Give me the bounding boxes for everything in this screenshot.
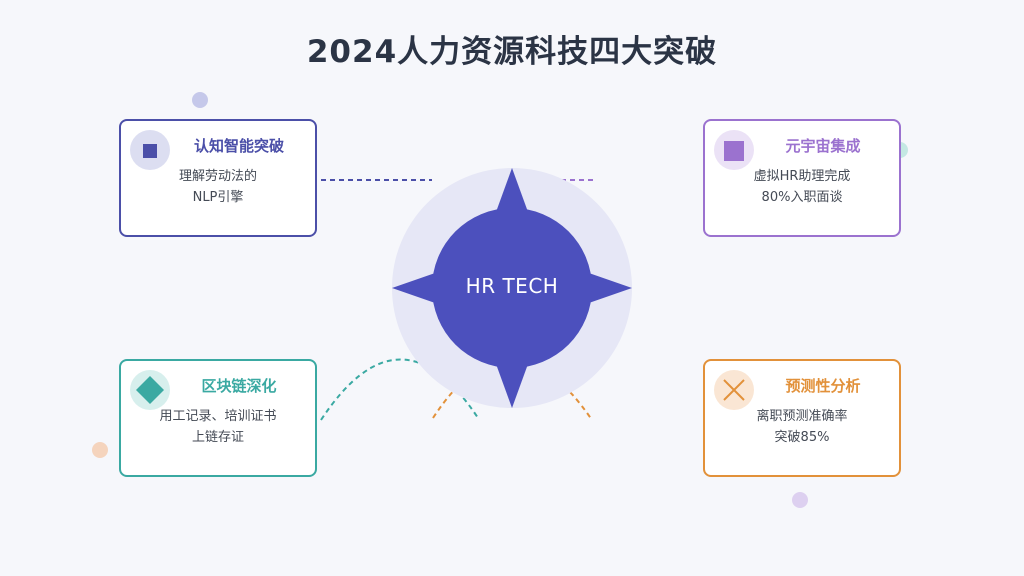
- square-icon: [724, 141, 744, 161]
- card-desc-line: NLP引擎: [192, 190, 244, 205]
- card-desc-line: 上链存证: [191, 430, 244, 445]
- card-description: 虚拟HR助理完成 80%入职面谈: [705, 166, 899, 208]
- hub-core: [432, 208, 592, 368]
- card-description: 用工记录、培训证书 上链存证: [121, 406, 315, 448]
- cross-icon: [723, 379, 745, 401]
- card-desc-line: 用工记录、培训证书: [159, 409, 277, 424]
- card-desc-line: 虚拟HR助理完成: [753, 169, 851, 184]
- hub-label: HR TECH: [465, 274, 559, 298]
- hub-spike-top: [496, 168, 528, 212]
- hub-spike-right: [586, 272, 632, 304]
- hub-spike-left: [392, 272, 438, 304]
- card-desc-line: 突破85%: [774, 430, 830, 445]
- card-desc-line: 离职预测准确率: [756, 409, 848, 424]
- decor-dot: [792, 492, 808, 508]
- card-title: 认知智能突破: [193, 137, 284, 155]
- card-title: 预测性分析: [785, 377, 861, 395]
- card-predictive: 预测性分析 离职预测准确率 突破85%: [703, 359, 901, 477]
- icon-badge: [130, 130, 170, 170]
- square-icon: [143, 144, 157, 158]
- icon-badge: [714, 130, 754, 170]
- card-desc-line: 80%入职面谈: [761, 190, 843, 205]
- card-desc-line: 理解劳动法的: [178, 169, 257, 184]
- page-title: 2024人力资源科技四大突破: [306, 34, 718, 70]
- card-cognitive: 认知智能突破 理解劳动法的 NLP引擎: [119, 119, 317, 237]
- card-description: 理解劳动法的 NLP引擎: [121, 166, 315, 208]
- card-blockchain: 区块链深化 用工记录、培训证书 上链存证: [119, 359, 317, 477]
- card-title: 元宇宙集成: [785, 137, 861, 155]
- icon-badge: [130, 370, 170, 410]
- card-title: 区块链深化: [201, 377, 277, 395]
- hub-spike-bottom: [496, 364, 528, 408]
- card-description: 离职预测准确率 突破85%: [705, 406, 899, 448]
- decor-dot: [92, 442, 108, 458]
- card-metaverse: 元宇宙集成 虚拟HR助理完成 80%入职面谈: [703, 119, 901, 237]
- icon-badge: [714, 370, 754, 410]
- decor-dot: [192, 92, 208, 108]
- diamond-icon: [136, 376, 164, 404]
